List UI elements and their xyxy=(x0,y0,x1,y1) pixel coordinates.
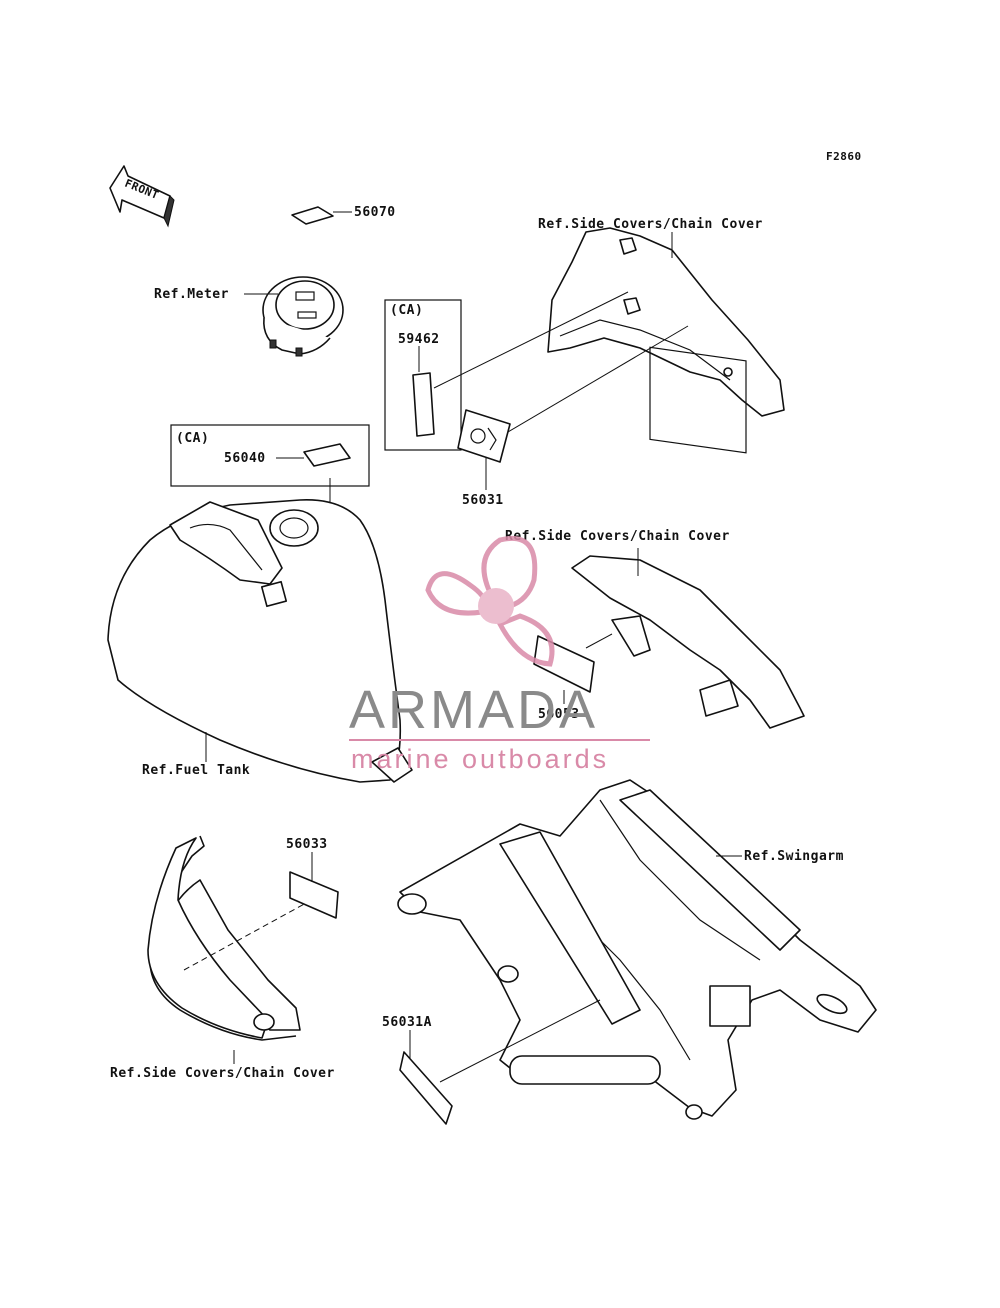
fuel-tank-illustration xyxy=(107,499,413,783)
ref-meter-label: Ref.Meter xyxy=(154,287,229,302)
ca-box-56040 xyxy=(170,424,370,565)
ca-tag-2: (CA) xyxy=(176,431,209,446)
watermark-tagline: marine outboards xyxy=(351,744,609,774)
chain-cover-mid-illustration xyxy=(571,548,805,729)
swingarm-illustration xyxy=(397,779,877,1120)
side-cover-top-illustration xyxy=(547,227,785,454)
ref-fuel-tank-label: Ref.Fuel Tank xyxy=(142,763,250,778)
label-56053-decal xyxy=(533,633,613,704)
diagram-code: F2860 xyxy=(826,150,862,163)
ref-side-covers-mid-label: Ref.Side Covers/Chain Cover xyxy=(505,529,730,544)
leader-59462 xyxy=(433,291,629,389)
watermark-brand: ARMADA xyxy=(349,680,598,740)
part-number-56070: 56070 xyxy=(354,205,396,220)
part-number-56033: 56033 xyxy=(286,837,328,852)
armada-watermark: ARMADA marine outboards xyxy=(349,536,650,774)
ref-swingarm-label: Ref.Swingarm xyxy=(744,849,844,864)
ca-box-59462 xyxy=(384,299,462,451)
meter-illustration xyxy=(244,276,344,357)
part-number-56031A: 56031A xyxy=(382,1015,432,1030)
part-number-56031: 56031 xyxy=(462,493,504,508)
label-56033-decal xyxy=(289,852,339,919)
ref-side-covers-bottom-label: Ref.Side Covers/Chain Cover xyxy=(110,1066,335,1081)
label-56070-decal xyxy=(291,206,352,225)
ca-tag-1: (CA) xyxy=(390,303,423,318)
ref-side-covers-top-label: Ref.Side Covers/Chain Cover xyxy=(538,217,763,232)
front-arrow-icon: FRONT xyxy=(109,165,175,228)
propeller-logo-icon xyxy=(425,536,555,667)
label-56031A-decal xyxy=(399,999,601,1125)
part-number-56040: 56040 xyxy=(224,451,266,466)
label-56031-decal xyxy=(457,325,689,490)
part-number-56053: 56053 xyxy=(538,707,580,722)
side-cover-bottom-illustration xyxy=(147,835,309,1064)
part-number-59462: 59462 xyxy=(398,332,440,347)
